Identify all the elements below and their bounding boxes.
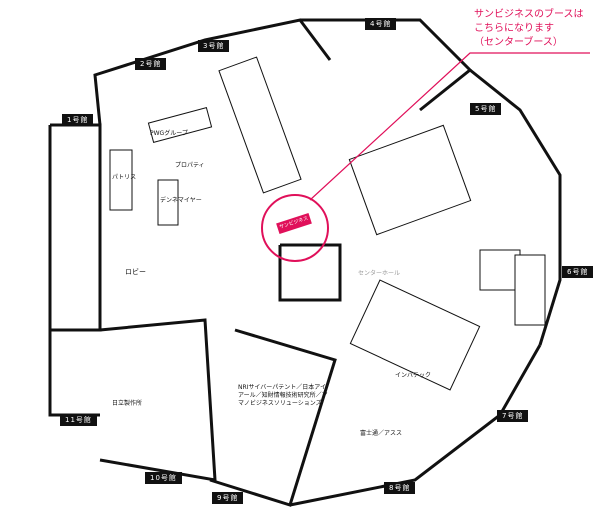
booth-block-5 [348, 124, 472, 236]
property-label: プロパティ [175, 162, 205, 169]
hall-7-label: 7号館 [497, 410, 529, 422]
annotation-line: こちらになります [474, 23, 554, 34]
hall-2-3-wall [93, 18, 332, 126]
fujitsu-label: 富士通／アスス [360, 430, 403, 437]
booth-block-7 [349, 279, 481, 391]
annotation-line: （センターブース） [474, 37, 563, 48]
booth-block-3 [218, 56, 302, 194]
booth-pwg [147, 106, 213, 144]
center-core [278, 243, 342, 302]
hall-11-wall [48, 330, 100, 417]
booth-block-6 [514, 254, 546, 326]
annotation-text: サンビジネスのブースは こちらになります （センターブース） [474, 8, 584, 50]
hall-6-label: 6号館 [562, 266, 594, 278]
dennemeyer-label: デンネマイヤー [160, 197, 202, 204]
hall-1-wall [48, 123, 102, 332]
hall-5-6-wall [469, 68, 562, 346]
annotation-pointer-line [309, 52, 590, 201]
hall-9-wall [209, 328, 337, 507]
hall-5-label: 5号館 [470, 103, 502, 115]
pwg-label: PWGグループ [150, 130, 188, 137]
hall-11-label: 11号館 [60, 414, 97, 426]
booth-patolis [109, 149, 133, 211]
lobby-label: ロビー [125, 268, 146, 276]
booth-microsoft [479, 249, 521, 291]
hall-4-wall [300, 18, 473, 112]
hitachi-label: 日立製作所 [112, 400, 143, 407]
annotation-line: サンビジネスのブースは [474, 9, 584, 20]
center-hall-label: センターホール [358, 270, 401, 277]
booth-dennemeyer [157, 179, 179, 226]
hall-9-label: 9号館 [212, 492, 244, 504]
hall-2-label: 2号館 [135, 58, 167, 70]
inpit-label: インパテック [395, 372, 432, 379]
hall-10-label: 10号館 [145, 472, 182, 484]
hall-3-label: 3号館 [198, 40, 230, 52]
hall-10-wall [99, 318, 217, 482]
hall-8-label: 8号館 [384, 482, 416, 494]
hall-7-8-wall [289, 344, 542, 507]
nri-label: NRIサイバーパテント／日本アイアール／知財情報技術研究所／アマノビジネスソリュ… [238, 384, 328, 407]
highlight-circle [261, 194, 329, 262]
patolis-label: パトリス [112, 174, 137, 181]
hall-4-label: 4号館 [365, 18, 397, 30]
hall-1-label: 1号館 [62, 114, 94, 126]
